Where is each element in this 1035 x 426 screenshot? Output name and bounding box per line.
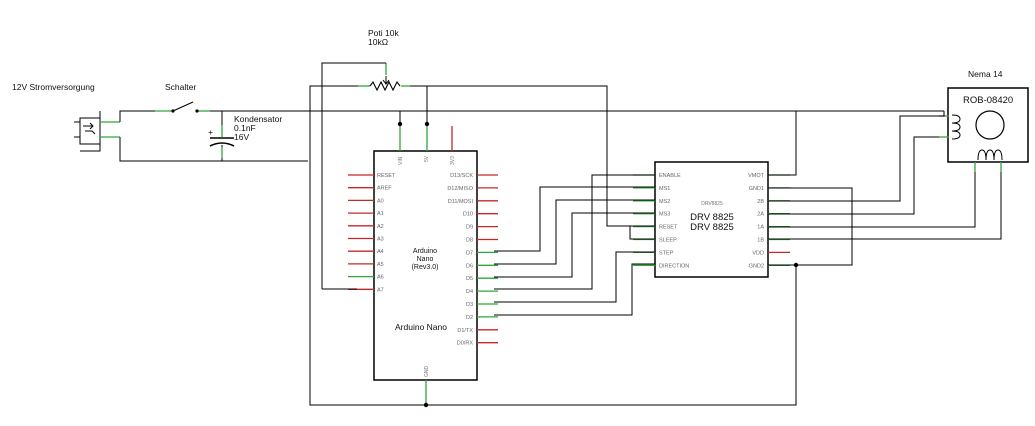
arduino-right-pin-label-d5-8: D5 bbox=[466, 276, 473, 282]
arduino-right-pin-label-d2-11: D2 bbox=[466, 315, 473, 321]
drv-left-pin-label-enable-0: ENABLE bbox=[659, 173, 681, 179]
pot-value-label: 10kΩ bbox=[368, 37, 388, 47]
drv-right-pin-label-2b-2: 2B bbox=[757, 199, 764, 205]
arduino-center-label-2: Nano bbox=[417, 256, 434, 263]
arduino-pin-gnd: GND bbox=[424, 366, 430, 378]
arduino-right-pin-label-d3-10: D3 bbox=[466, 302, 473, 308]
potentiometer: Poti 10k 10kΩ bbox=[358, 28, 410, 92]
power-supply-label: 12V Stromversorgung bbox=[12, 82, 95, 92]
drv-right-pin-label-gnd2-7: GND2 bbox=[749, 263, 764, 269]
drv-left-pin-label-step-6: STEP bbox=[659, 250, 674, 256]
arduino-right-pin-label-d6-7: D6 bbox=[466, 263, 473, 269]
drv-title-1: DRV 8825 bbox=[690, 212, 734, 223]
arduino-left-pin-label-aref-1: AREF bbox=[377, 186, 392, 192]
drv-right-pin-label-1a-4: 1A bbox=[757, 225, 764, 231]
arduino-center-label-1: Arduino bbox=[413, 248, 437, 255]
arduino-pin-3v3: 3V3 bbox=[450, 156, 456, 165]
arduino-left-pin-label-a0-2: A0 bbox=[377, 198, 384, 204]
arduino-right-pin-label-d4-9: D4 bbox=[466, 289, 473, 295]
capacitor-plus-sign: + bbox=[208, 127, 213, 137]
arduino-nano: VIN 5V 3V3 GND Arduino Nano (Rev3.0) Ard… bbox=[348, 124, 498, 405]
arduino-pin-vin: VIN bbox=[398, 156, 404, 165]
drv-left-pin-label-direction-7: DIRECTION bbox=[659, 263, 689, 269]
arduino-left-pin-label-a6-8: A6 bbox=[377, 275, 384, 281]
arduino-pin-5v: 5V bbox=[424, 155, 430, 162]
arduino-right-pin-label-d10-3: D10 bbox=[463, 212, 473, 218]
arduino-right-pin-label-d11-mosi-2: D11/MOSI bbox=[448, 199, 474, 205]
switch: Schalter bbox=[155, 82, 210, 113]
arduino-title: Arduino Nano bbox=[395, 322, 447, 332]
pot-name-label: Poti 10k bbox=[368, 28, 399, 38]
motor-part-label: ROB-08420 bbox=[963, 95, 1013, 106]
arduino-right-pin-label-d7-6: D7 bbox=[466, 250, 473, 256]
drv-right-pin-label-gnd1-1: GND1 bbox=[749, 186, 764, 192]
drv-right-pin-label-1b-5: 1B bbox=[757, 238, 764, 244]
drv-right-pin-label-vdd-6: VDD bbox=[752, 250, 764, 256]
arduino-left-pin-label-a5-7: A5 bbox=[377, 262, 384, 268]
arduino-right-pin-label-d12-miso-1: D12/MISO bbox=[447, 186, 473, 192]
capacitor-name-label: Kondensator bbox=[234, 114, 282, 124]
arduino-right-pins: D13/SCK D12/MISO D11/MOSI D10D9D8D7D6D5D4D3… bbox=[447, 173, 498, 347]
arduino-center-label-3: (Rev3.0) bbox=[412, 264, 439, 271]
wires bbox=[119, 62, 1002, 408]
arduino-left-pin-label-a7-9: A7 bbox=[377, 287, 384, 293]
drv-title-2: DRV 8825 bbox=[690, 222, 734, 233]
drv-right-pin-label-vmot-0: VMOT bbox=[748, 173, 765, 179]
stepper-motor: Nema 14 ROB-08420 bbox=[939, 69, 1029, 172]
drv-left-pin-label-ms1-1: MS1 bbox=[659, 186, 670, 192]
capacitor: Kondensator 0.1nF 16V + bbox=[208, 111, 282, 161]
capacitor-voltage-label: 16V bbox=[234, 132, 249, 142]
arduino-left-pin-label-reset-0: RESET bbox=[377, 173, 396, 179]
motor-name-label: Nema 14 bbox=[968, 69, 1003, 79]
drv-right-pin-label-2a-3: 2A bbox=[757, 212, 764, 218]
drv-left-pin-label-ms2-2: MS2 bbox=[659, 199, 670, 205]
arduino-left-pin-label-a2-4: A2 bbox=[377, 224, 384, 230]
arduino-left-pin-label-a1-3: A1 bbox=[377, 211, 384, 217]
switch-label: Schalter bbox=[165, 82, 196, 92]
drv-small-title: DRV8825 bbox=[701, 201, 723, 207]
arduino-right-pin-label-d8-5: D8 bbox=[466, 238, 473, 244]
drv-left-pin-label-ms3-3: MS3 bbox=[659, 212, 670, 218]
power-jack: 12V Stromversorgung bbox=[12, 82, 120, 152]
arduino-right-pin-label-d9-4: D9 bbox=[466, 225, 473, 231]
arduino-left-pin-label-a3-5: A3 bbox=[377, 237, 384, 243]
arduino-right-pin-label-d0-rx-13: D0/RX bbox=[457, 341, 474, 347]
arduino-right-pin-label-d1-tx-12: D1/TX bbox=[457, 328, 473, 334]
drv-left-pin-label-sleep-5: SLEEP bbox=[659, 238, 677, 244]
capacitor-value-label: 0.1nF bbox=[234, 123, 256, 133]
drv-left-pin-label-reset-4: RESET bbox=[659, 225, 678, 231]
arduino-right-pin-label-d13-sck-0: D13/SCK bbox=[450, 173, 473, 179]
arduino-left-pin-label-a4-6: A4 bbox=[377, 249, 384, 255]
